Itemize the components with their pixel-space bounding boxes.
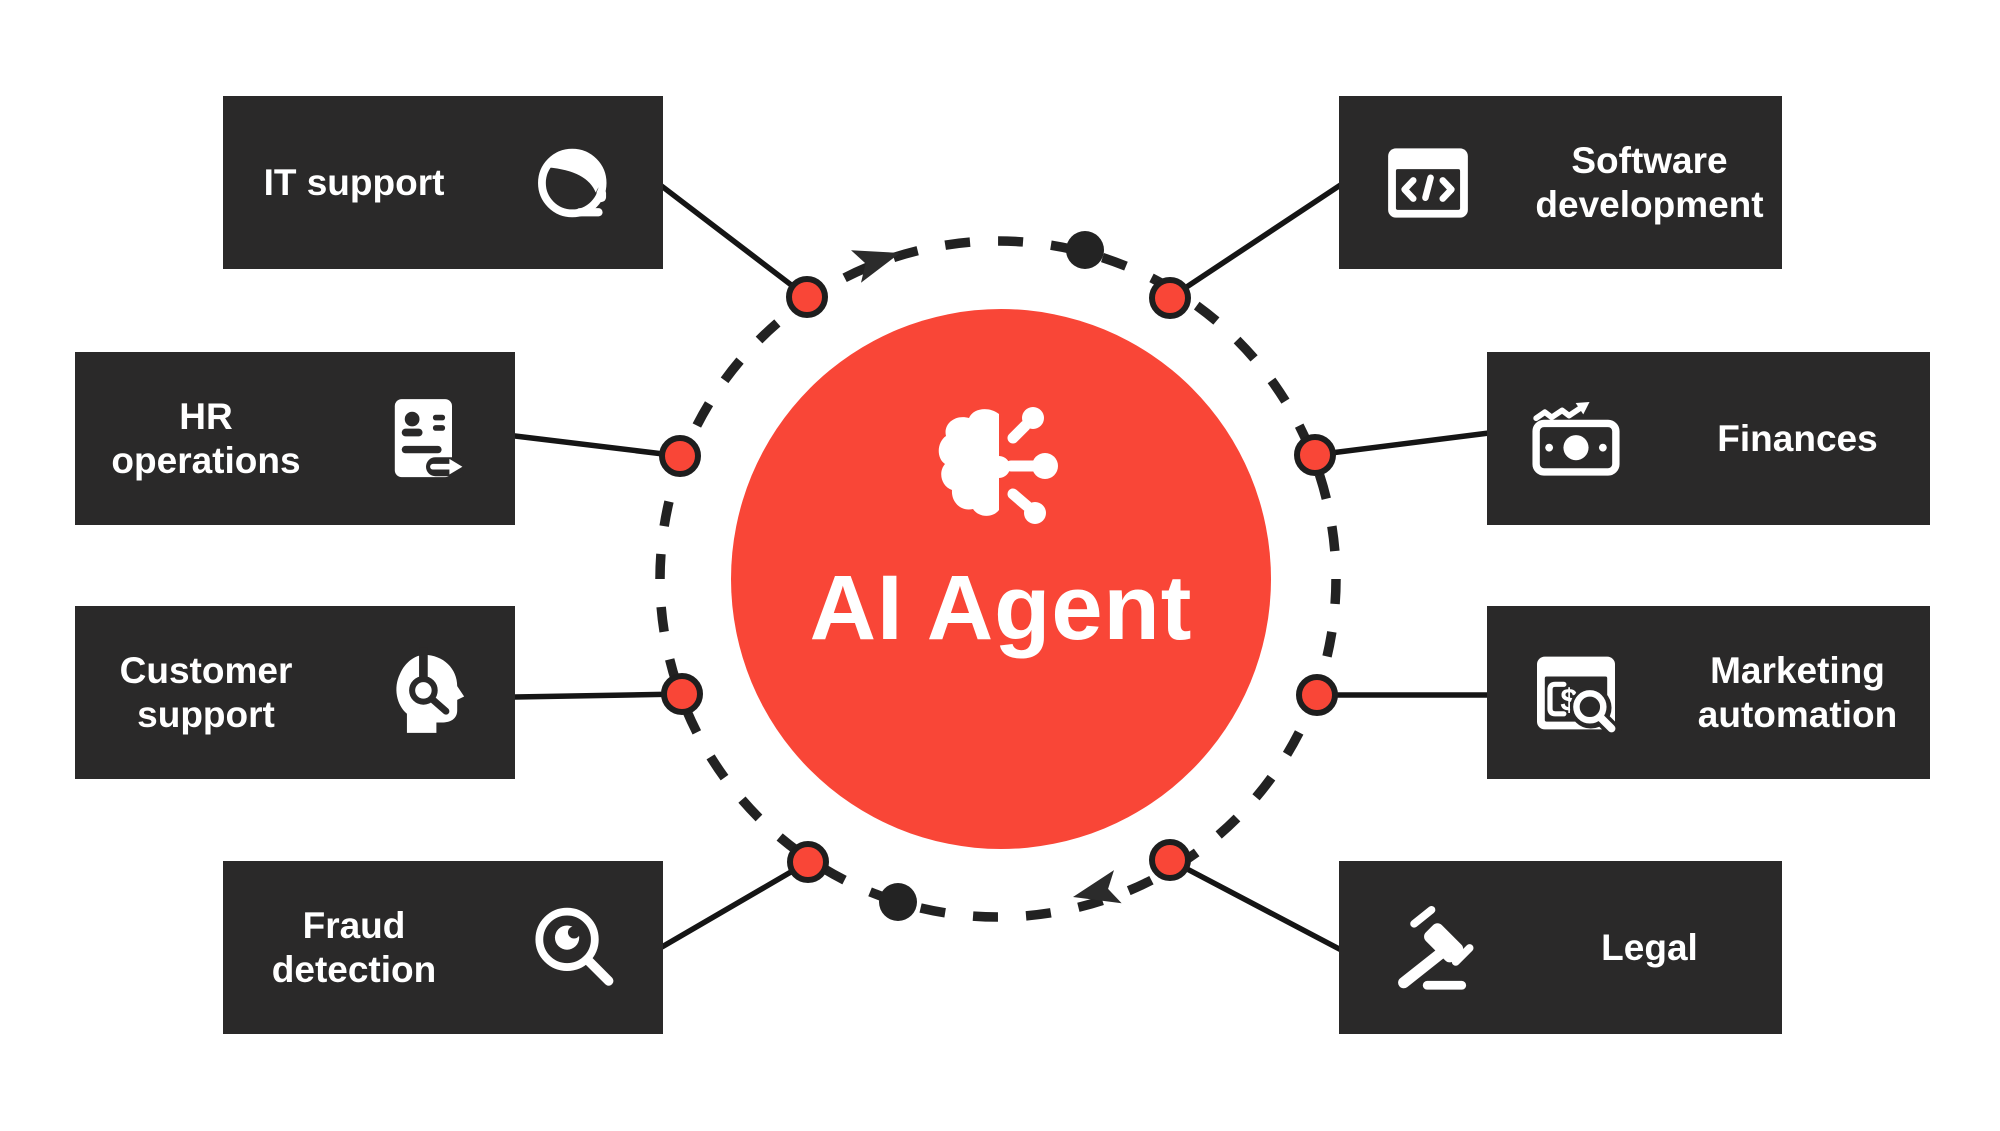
box-label-text: HR operations (111, 395, 301, 481)
marketing-search-icon: $ (1537, 656, 1622, 738)
box-fraud-detection: Fraud detection (223, 861, 663, 1034)
icon-wrap: $ (1487, 641, 1665, 745)
clockwise-arrow-icon-bottom (1073, 870, 1122, 904)
box-label-text: Fraud detection (271, 904, 437, 990)
box-label-text: Customer support (119, 649, 293, 735)
box-it-support: IT support (223, 96, 663, 269)
box-marketing-automation: $ Marketing automation (1487, 606, 1930, 779)
connector-nodes (659, 276, 1338, 883)
magnifier-eye-icon (535, 907, 614, 986)
connector-line-hr-operations (512, 433, 683, 459)
id-card-transfer-icon (394, 398, 466, 477)
node-dot-software-development (1149, 277, 1191, 319)
box-finances: Finances (1487, 352, 1930, 525)
box-label: IT support (223, 161, 485, 205)
icon-wrap (1487, 387, 1665, 491)
box-label: Legal (1517, 926, 1782, 970)
icon-wrap (1339, 131, 1517, 235)
orbit-dot-bottom (879, 883, 917, 921)
connector-line-finances (1312, 430, 1492, 458)
connector-line-it-support (652, 178, 810, 300)
gavel-icon (1398, 905, 1474, 990)
node-dot-legal (1149, 839, 1191, 881)
node-dot-finances (1294, 434, 1336, 476)
box-label: Finances (1665, 417, 1930, 461)
ai-agent-circle (731, 309, 1271, 849)
box-label-text: Finances (1717, 417, 1878, 459)
icon-wrap (337, 387, 515, 491)
node-dot-it-support (786, 276, 828, 318)
dashed-orbit-circle (655, 236, 1341, 922)
brain-circuit-icon (938, 407, 1058, 524)
box-label-text: IT support (263, 161, 445, 203)
box-label: Customer support (75, 649, 337, 736)
ai-agent-title: AI Agent (809, 557, 1193, 659)
headset-agent-icon (538, 148, 607, 217)
connector-lines (512, 178, 1492, 955)
connector-line-software-development (1167, 179, 1348, 301)
node-dot-customer-support (661, 673, 703, 715)
code-window-icon (1388, 147, 1468, 218)
box-label: Fraud detection (223, 904, 485, 991)
box-legal: Legal (1339, 861, 1782, 1034)
clockwise-arrow-icon-top (851, 250, 900, 283)
node-dot-hr-operations (659, 435, 701, 477)
icon-wrap (1339, 896, 1517, 1000)
orbit-dot-top (1066, 231, 1104, 269)
connector-line-customer-support (512, 691, 685, 700)
box-label: Software development (1517, 139, 1782, 226)
icon-wrap (485, 896, 663, 1000)
banknote-growth-icon (1532, 401, 1620, 476)
node-dot-fraud-detection (787, 841, 829, 883)
connector-line-legal (1167, 857, 1348, 955)
box-label-text: Legal (1601, 926, 1698, 968)
box-label-text: Marketing automation (1697, 649, 1898, 735)
box-label: Marketing automation (1665, 649, 1930, 736)
support-head-magnifier-icon (396, 647, 465, 733)
box-label-text: Software development (1535, 139, 1764, 225)
box-software-development: Software development (1339, 96, 1782, 269)
connector-line-fraud-detection (652, 859, 811, 954)
box-label: HR operations (75, 395, 337, 482)
icon-wrap (485, 131, 663, 235)
box-hr-operations: HR operations (75, 352, 515, 525)
box-customer-support: Customer support (75, 606, 515, 779)
icon-wrap (337, 641, 515, 745)
node-dot-marketing-automation (1296, 674, 1338, 716)
